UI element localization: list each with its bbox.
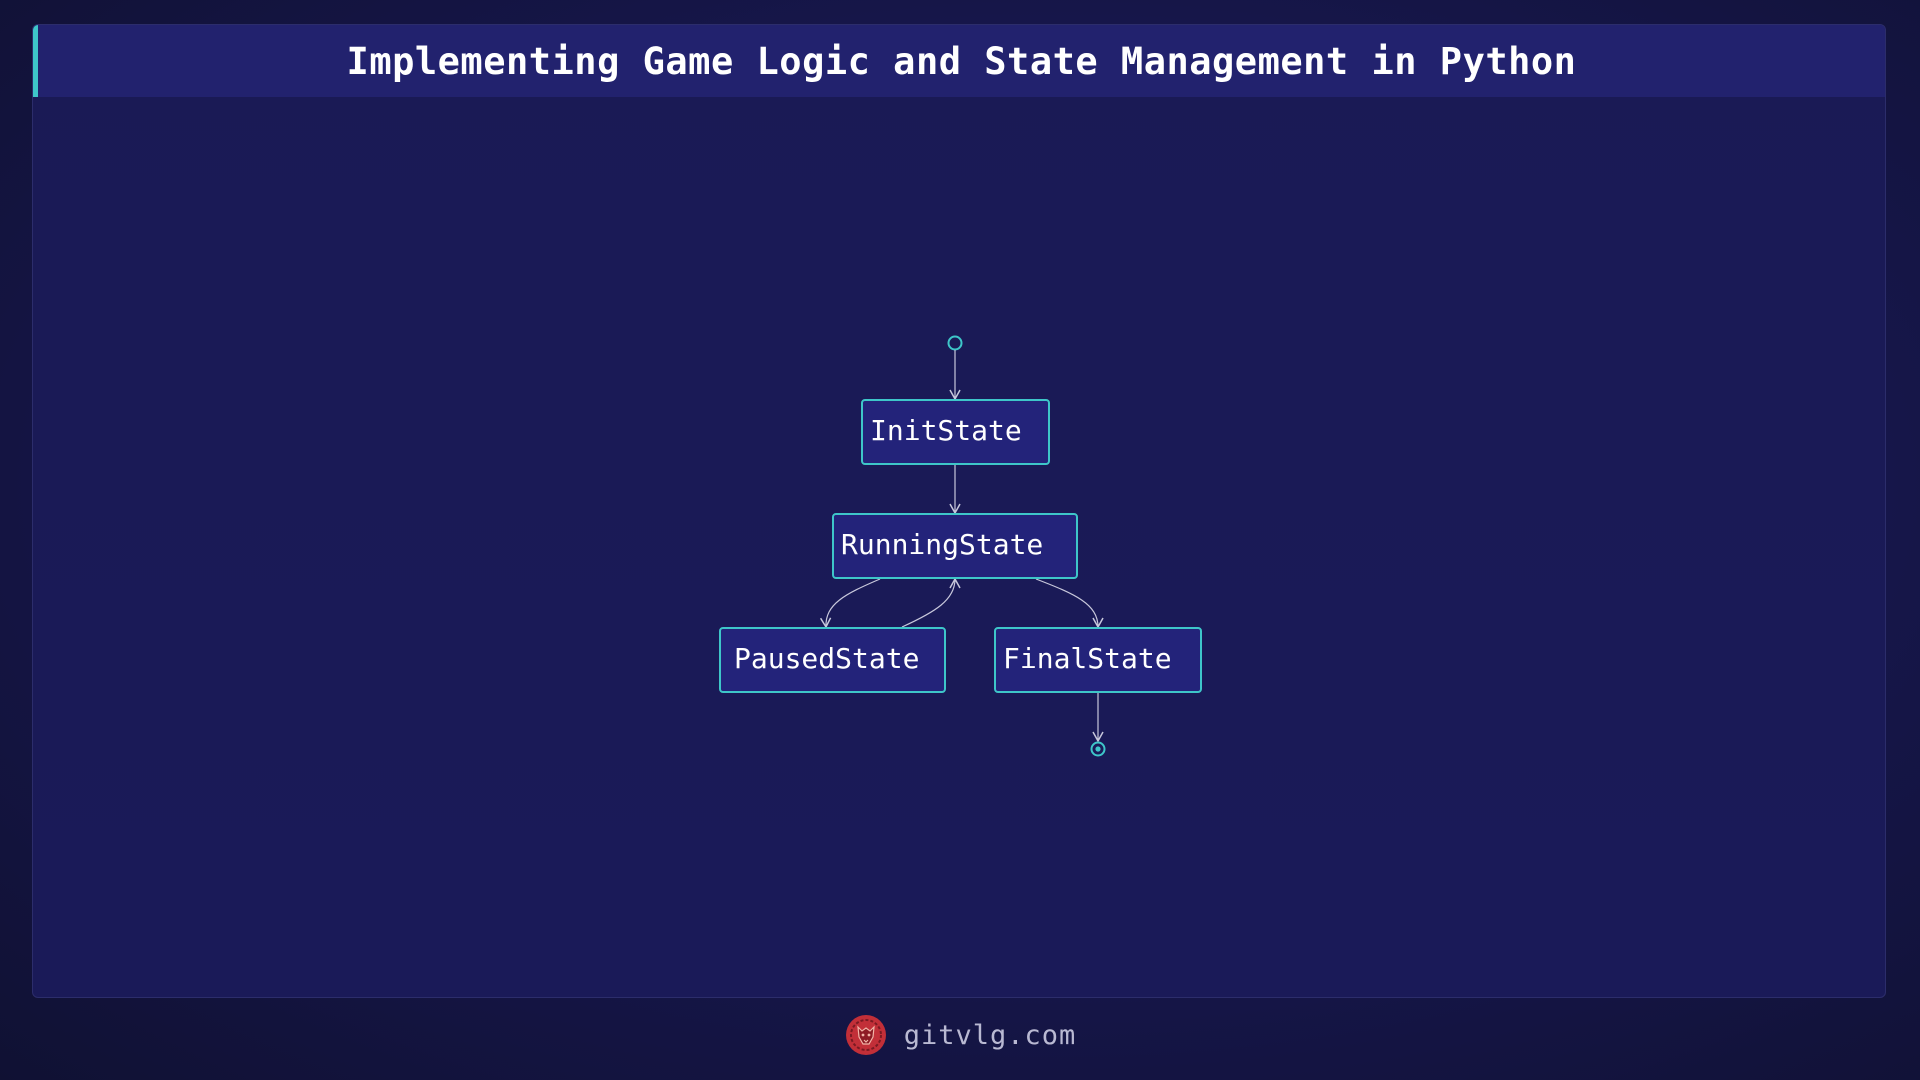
start-node <box>947 335 963 351</box>
state-init[interactable]: InitState <box>861 399 1050 465</box>
state-paused[interactable]: PausedState <box>719 627 946 693</box>
page-title: Implementing Game Logic and State Manage… <box>346 39 1577 83</box>
end-node <box>1090 741 1106 757</box>
title-bar: Implementing Game Logic and State Manage… <box>33 25 1885 97</box>
transition-running-to-final <box>1035 578 1104 629</box>
transition-running-to-paused <box>819 578 881 629</box>
footer-site-link[interactable]: gitvlg.com <box>903 1019 1077 1051</box>
state-paused-label: PausedState <box>734 642 919 675</box>
state-init-label: InitState <box>870 414 1022 447</box>
state-final-label: FinalState <box>1003 642 1172 675</box>
state-final[interactable]: FinalState <box>994 627 1202 693</box>
lion-icon <box>845 1015 886 1055</box>
state-running[interactable]: RunningState <box>832 513 1078 579</box>
state-running-label: RunningState <box>841 528 1043 561</box>
transition-paused-to-running <box>901 577 961 628</box>
footer: gitvlg.com <box>0 1010 1920 1060</box>
content-panel: Implementing Game Logic and State Manage… <box>32 24 1886 998</box>
